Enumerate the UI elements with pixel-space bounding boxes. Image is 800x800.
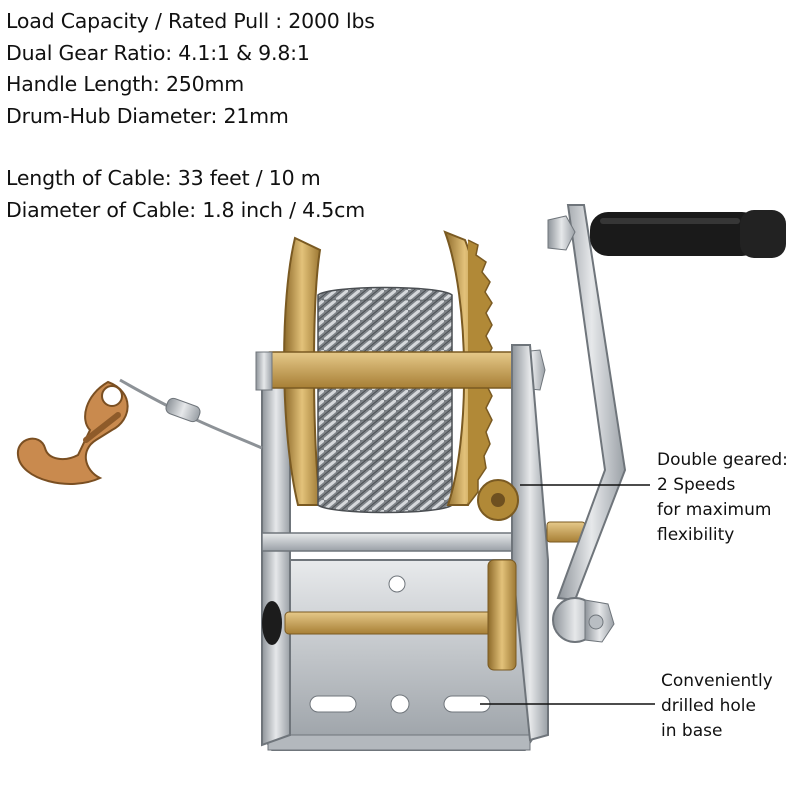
callout-base-line-1: Conveniently	[661, 671, 773, 691]
cable-line	[119, 378, 263, 450]
spec-cable-diameter: Diameter of Cable: 1.8 inch / 4.5cm	[6, 197, 365, 222]
base-plate	[261, 559, 536, 751]
spec-handle-length: Handle Length: 250mm	[6, 72, 245, 96]
small-gears	[477, 479, 519, 671]
cable-spool	[317, 286, 453, 514]
crank-handle	[547, 204, 786, 643]
lower-axle	[262, 601, 501, 645]
spec-load-capacity: Load Capacity / Rated Pull : 2000 lbs	[6, 9, 375, 33]
cable-ferrule	[165, 397, 201, 423]
spec-drum-hub: Drum-Hub Diameter: 21mm	[6, 103, 289, 128]
callout-base-line-2: drilled hole	[661, 696, 756, 716]
callout-double-geared: Double geared: 2 Speeds for maximum flex…	[657, 448, 788, 548]
callout-gear-line-1: Double geared:	[657, 450, 788, 470]
callout-drilled-hole: Conveniently drilled hole in base	[661, 669, 773, 744]
callout-base-line-3: in base	[661, 721, 723, 741]
handle-hub-nut	[552, 597, 615, 643]
base-slot-left	[309, 695, 357, 713]
frame-cross-bar	[261, 532, 548, 552]
callout-gear-line-3: for maximum	[657, 500, 772, 520]
hook	[16, 380, 129, 485]
spec-cable-length: Length of Cable: 33 feet / 10 m	[6, 166, 321, 190]
upper-axle	[255, 349, 546, 391]
base-hole-center	[390, 694, 410, 714]
spec-list: Load Capacity / Rated Pull : 2000 lbs Du…	[6, 6, 375, 226]
spec-gear-ratio: Dual Gear Ratio: 4.1:1 & 9.8:1	[6, 40, 310, 65]
callout-gear-line-4: flexibility	[657, 525, 735, 545]
callout-gear-line-2: 2 Speeds	[657, 475, 736, 495]
